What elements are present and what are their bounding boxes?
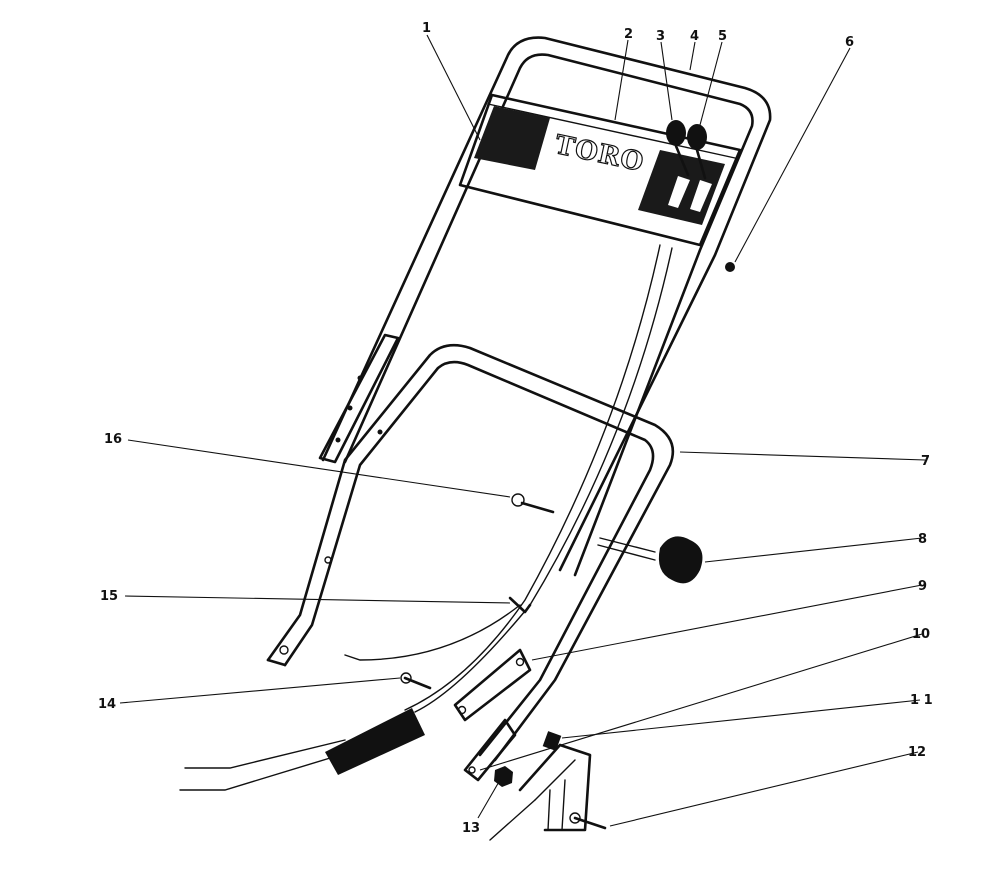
callout-10: 10 — [912, 627, 930, 642]
lower-handle — [266, 343, 675, 762]
handle-knob — [597, 536, 703, 584]
callout-8: 8 — [918, 532, 927, 547]
mounting-bracket — [463, 718, 517, 782]
callouts: 1 2 3 4 5 6 7 8 9 10 1 1 12 13 14 15 16 — [98, 21, 933, 836]
leader-lines — [119, 34, 926, 827]
cable-sleeve — [325, 708, 425, 775]
callout-14: 14 — [98, 697, 116, 712]
callout-3: 3 — [656, 29, 665, 44]
callout-5: 5 — [718, 29, 727, 44]
cable-bolt — [400, 672, 432, 690]
callout-15: 15 — [100, 589, 118, 604]
cable-clip — [508, 596, 532, 614]
callout-1: 1 — [422, 21, 431, 36]
screw — [725, 262, 735, 272]
deck-bracket — [489, 743, 592, 841]
carriage-bolt — [511, 493, 555, 514]
brand-logo: TORO — [552, 130, 647, 178]
bracket-plate — [453, 648, 532, 722]
callout-13: 13 — [462, 821, 480, 836]
callout-11: 1 1 — [910, 693, 933, 708]
bolt — [569, 812, 607, 830]
callout-7: 7 — [921, 454, 930, 469]
callout-4: 4 — [690, 29, 699, 44]
hex-nut — [494, 766, 513, 787]
callout-12: 12 — [908, 745, 926, 760]
callout-9: 9 — [918, 579, 927, 594]
callout-16: 16 — [104, 432, 122, 447]
callout-6: 6 — [845, 35, 854, 50]
callout-2: 2 — [624, 27, 633, 42]
control-panel: TORO — [458, 93, 742, 247]
control-cables — [179, 244, 673, 791]
upper-handle — [318, 36, 772, 577]
control-knobs — [666, 120, 707, 180]
